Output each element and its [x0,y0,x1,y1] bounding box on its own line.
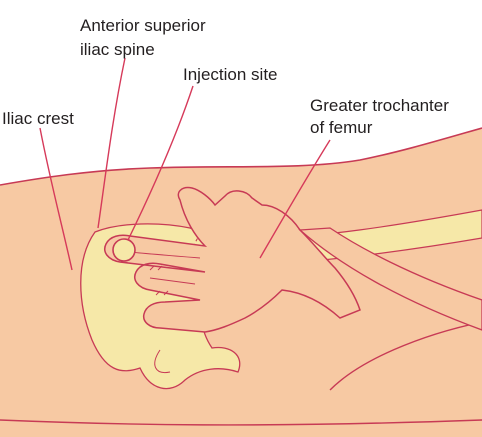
leader-greater-trochanter [259,139,331,259]
label-greater-trochanter-line1: Greater trochanter [310,96,449,115]
label-asis-line2: iliac spine [80,40,155,59]
leader-asis [97,57,126,229]
label-iliac-crest: Iliac crest [2,109,74,128]
injection-site-marker [112,238,136,262]
finger-crease-2 [149,277,196,285]
body-outline-bottom [0,419,482,426]
label-asis-line1: Anterior superior [80,16,206,35]
hand [104,186,361,333]
leader-injection-site [127,85,194,241]
pelvis-detail [154,349,171,374]
label-greater-trochanter-line2: of femur [310,118,373,137]
body-outline-top [0,127,482,186]
leader-iliac-crest [39,127,73,271]
finger-crease-1 [129,251,201,259]
forearm [298,227,482,331]
buttock-outline [329,321,482,391]
label-injection-site: Injection site [183,65,278,84]
knuckle-marks [149,265,169,296]
